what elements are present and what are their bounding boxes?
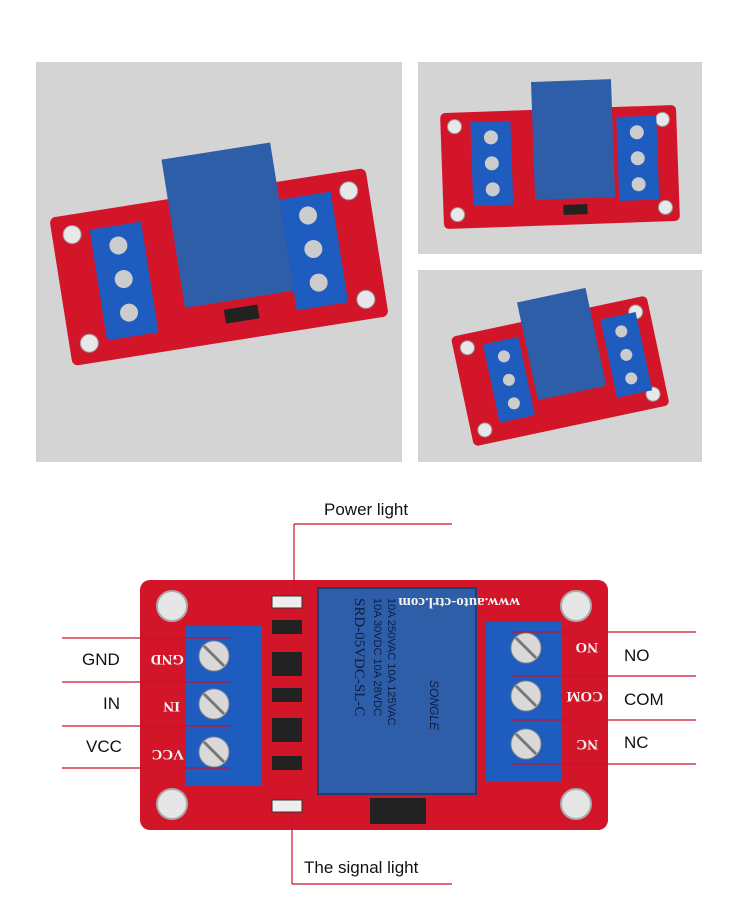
silk-in: IN [163, 698, 180, 714]
pin-label-in: IN [103, 694, 120, 713]
pin-label-gnd: GND [82, 650, 120, 669]
relay-brand: SONGLE [427, 680, 441, 731]
relay-module-photo [50, 142, 388, 366]
signal-light-label: The signal light [304, 858, 419, 877]
relay-module-photo [451, 287, 669, 446]
pin-label-com: COM [624, 690, 664, 709]
relay-model: SRD-05VDC-SL-C [351, 598, 367, 716]
mounting-hole [560, 590, 592, 622]
relay-board-diagram: 10A 250VAC 10A 125VAC 10A 30VDC 10A 28VD… [62, 523, 696, 885]
product-photo-angled [36, 62, 402, 462]
relay-rating-1: 10A 250VAC 10A 125VAC [385, 598, 397, 725]
mounting-hole [560, 788, 592, 820]
silk-nc: NC [576, 736, 598, 752]
silk-no: NO [576, 639, 599, 655]
pin-label-nc: NC [624, 733, 649, 752]
mounting-hole [156, 590, 188, 622]
relay-module-photo [440, 79, 680, 229]
pin-label-no: NO [624, 646, 650, 665]
silk-gnd: GND [151, 651, 185, 667]
product-photo-top [418, 62, 702, 254]
mounting-hole [156, 788, 188, 820]
product-photo-side [418, 270, 702, 462]
pin-label-vcc: VCC [86, 737, 122, 756]
silk-vcc: VCC [152, 746, 185, 762]
pinout-diagram: 10A 250VAC 10A 125VAC 10A 30VDC 10A 28VD… [0, 480, 750, 914]
signal-led [271, 799, 303, 813]
power-light-label: Power light [324, 500, 409, 519]
relay [317, 587, 477, 795]
relay-rating-2: 10A 30VDC 10A 28VDC [371, 598, 383, 716]
silk-com: COM [566, 688, 603, 704]
power-led [271, 595, 303, 609]
board-url: www.auto-ctrl.com [398, 594, 520, 610]
